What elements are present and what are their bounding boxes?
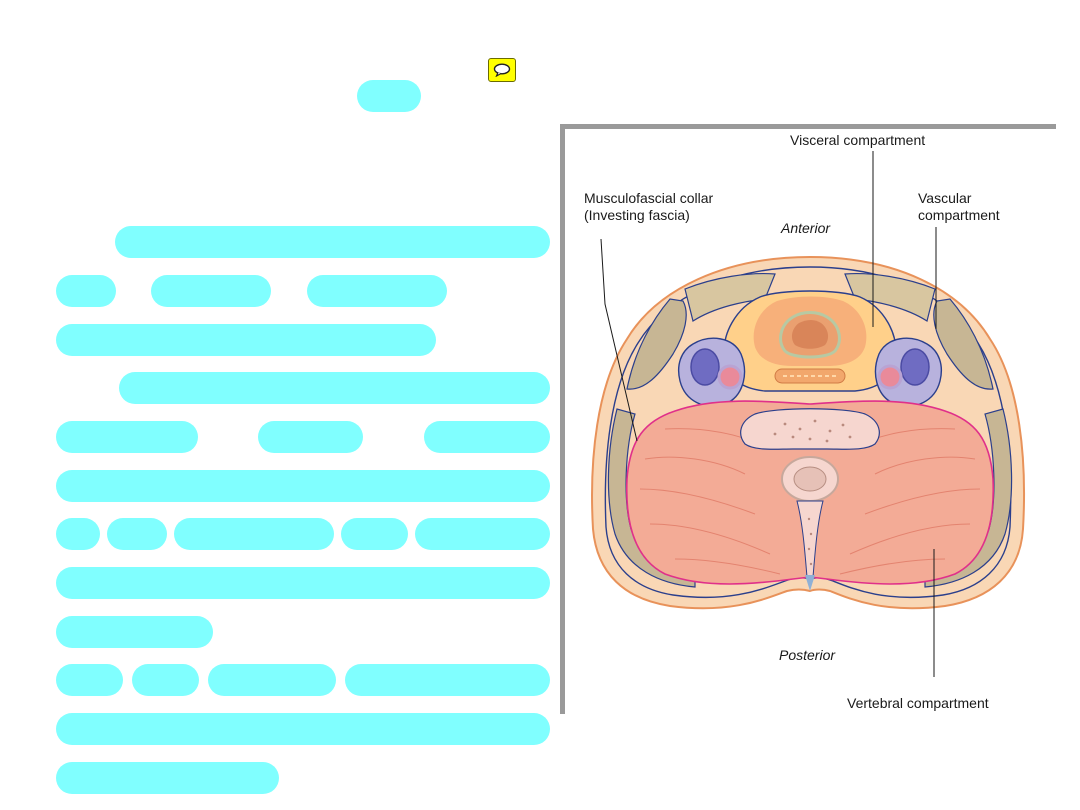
redacted-line: [56, 713, 550, 745]
redacted-line: [56, 275, 116, 307]
leader-lines: [600, 151, 937, 677]
redacted-line: [56, 567, 550, 599]
label-vertebral-compartment: Vertebral compartment: [847, 695, 989, 711]
redacted-line: [107, 518, 167, 550]
redacted-line: [415, 518, 550, 550]
redacted-line: [341, 518, 408, 550]
redacted-line: [132, 664, 199, 696]
redacted-line: [208, 664, 336, 696]
redacted-line: [307, 275, 447, 307]
redacted-line: [151, 275, 271, 307]
label-vascular-compartment: compartment: [918, 207, 1000, 223]
redacted-line: [56, 518, 100, 550]
redacted-line: [119, 372, 550, 404]
label-investing-fascia: (Investing fascia): [584, 207, 690, 223]
redacted-line: [56, 616, 213, 648]
figure-frame: [560, 124, 1056, 714]
redacted-line: [56, 324, 436, 356]
neck-cross-section-diagram: [591, 151, 1025, 677]
vertebra: [740, 408, 880, 450]
right-vascular-compartment: [874, 337, 943, 407]
label-posterior: Posterior: [779, 647, 836, 663]
label-visceral-compartment: Visceral compartment: [790, 132, 926, 148]
left-muscle-band: [626, 298, 687, 390]
right-muscle-band: [933, 298, 994, 390]
redacted-line: [345, 664, 550, 696]
redacted-line: [174, 518, 334, 550]
speech-bubble-icon[interactable]: [488, 58, 516, 82]
redacted-line: [56, 762, 279, 794]
redacted-title: [357, 80, 421, 112]
redacted-line: [56, 664, 123, 696]
redacted-line: [56, 421, 198, 453]
left-vascular-compartment: [677, 337, 746, 407]
neck-cross-section-figure: Visceral compartment Musculofascial coll…: [565, 129, 1056, 711]
label-musculofascial-collar: Musculofascial collar: [584, 190, 714, 206]
redacted-line: [424, 421, 550, 453]
redacted-line: [115, 226, 550, 258]
redacted-line: [56, 470, 550, 502]
redacted-line: [258, 421, 363, 453]
label-anterior: Anterior: [781, 220, 831, 236]
label-vascular: Vascular: [918, 190, 972, 206]
